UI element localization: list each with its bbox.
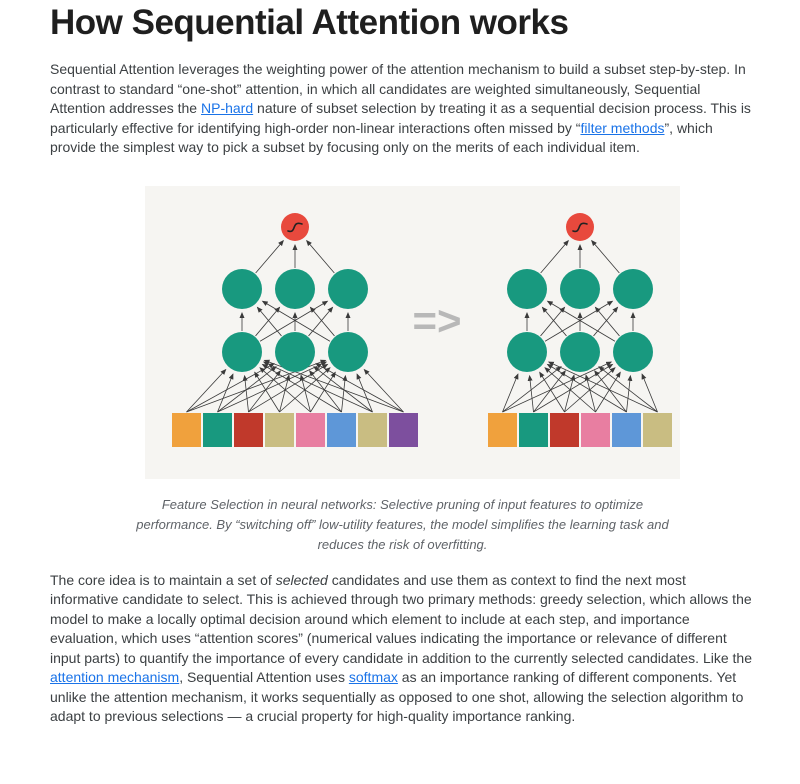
transform-arrow-label: => [412, 297, 461, 344]
page-title: How Sequential Attention works [50, 3, 569, 42]
softmax-link[interactable]: softmax [348, 669, 398, 685]
intro-text-3: ”, which provide the simplest way to pic… [50, 119, 713, 156]
body-text-1: The core idea is to maintain a set of [50, 571, 276, 588]
intro-text-2: nature of subset selection by treating i… [50, 100, 751, 136]
filter-methods-link[interactable]: filter methods [580, 119, 665, 136]
body-text-3: , Sequential Attention uses [179, 669, 349, 685]
body-text-4: as an importance ranking of different co… [50, 669, 744, 724]
neural-network-diagram-svg: => [172, 212, 672, 447]
attention-mechanism-link[interactable]: attention mechanism [50, 669, 180, 685]
np-hard-link[interactable]: NP-hard [201, 100, 254, 116]
figure-caption: Feature Selection in neural networks: Se… [136, 496, 669, 552]
body-paragraph: The core idea is to maintain a set of se… [50, 571, 755, 727]
intro-paragraph: Sequential Attention leverages the weigh… [50, 60, 755, 158]
feature-selection-figure: => [145, 185, 680, 479]
intro-text-1: Sequential Attention leverages the weigh… [50, 61, 746, 116]
body-text-2: candidates and use them as context to fi… [50, 571, 752, 666]
article-page: How Sequential Attention works Sequentia… [50, 3, 755, 727]
figure-block: => Feature Selection in neural networks:… [50, 185, 755, 555]
emphasis-selected: selected [275, 571, 328, 588]
